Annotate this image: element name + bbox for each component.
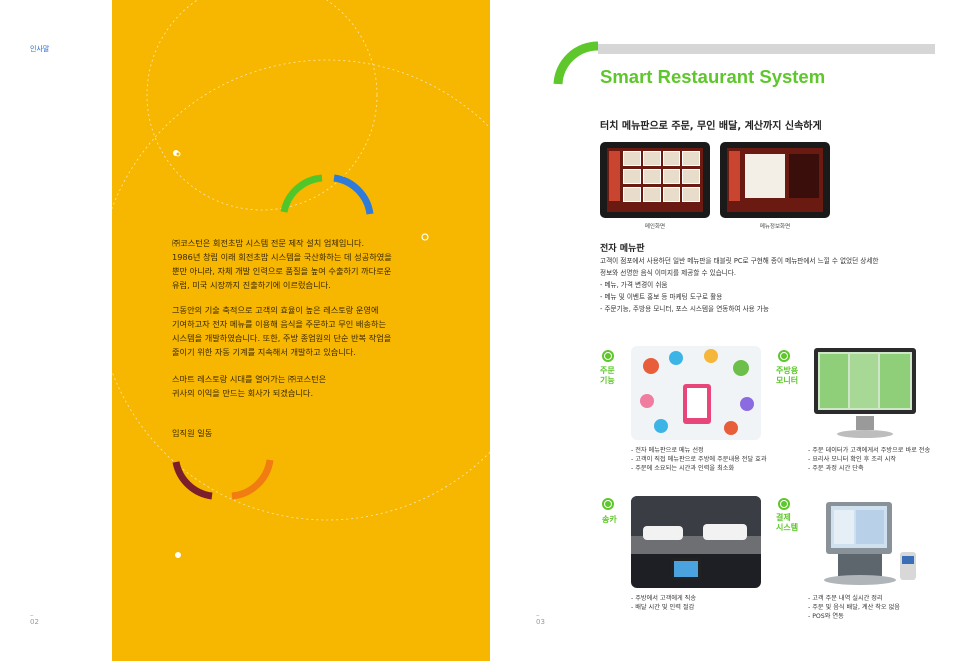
kitchen-monitor-illustration xyxy=(810,346,920,440)
pos-terminal-illustration xyxy=(808,496,924,588)
feature-bullets-delivery: - 주방에서 고객에게 직송 - 배달 시간 및 인력 절감 xyxy=(631,595,697,611)
tablet-main-screen xyxy=(600,142,710,218)
intro-paragraph-2: 그동안의 기술 축적으로 고객의 효율이 높은 레스토랑 운영에 기여하고자 전… xyxy=(172,305,392,357)
feature-label-delivery: 송카 xyxy=(602,515,617,524)
signature: 임직원 일동 xyxy=(172,428,213,438)
feature-label-order: 주문 기능 xyxy=(600,366,615,385)
feature-label-kitchen-monitor: 주방용 모니터 xyxy=(776,366,799,385)
feature-bullets-kitchen-monitor: - 주문 데이터가 고객에게서 주방으로 바로 전송 - 요리사 모니터 확인 … xyxy=(808,447,931,472)
page-number-left: –02 xyxy=(30,611,39,627)
target-icon xyxy=(778,498,790,510)
intro-paragraph-1: ㈜코스턴은 회전초밥 시스템 전문 제작 설치 업체입니다. 1986년 창립 … xyxy=(172,238,392,290)
tablet-caption-main: 메인화면 xyxy=(644,224,666,230)
title-bar xyxy=(598,44,935,54)
page-title: Smart Restaurant System xyxy=(600,66,826,87)
left-page: 인사말 –02 ㈜코스턴은 회전초밥 시스템 전문 제작 설치 업체입니다. 1… xyxy=(30,0,490,661)
feature-bullets-order: - 전자 메뉴판으로 메뉴 선정 - 고객이 직접 메뉴판으로 주방에 주문내용… xyxy=(631,447,767,472)
order-illustration xyxy=(631,346,761,440)
feature-bullets-payment: - 고객 주문 내역 실시간 정리 - 주문 및 음식 배달, 계산 착오 없음… xyxy=(808,595,900,620)
target-icon xyxy=(778,350,790,362)
section-description: 고객이 점포에서 사용하던 일반 메뉴판을 태블릿 PC로 구현해 종이 메뉴판… xyxy=(600,257,879,313)
target-icon xyxy=(602,498,614,510)
delivery-photo xyxy=(631,496,761,588)
intro-paragraph-3: 스마트 레스토랑 시대를 열어가는 ㈜코스턴은 귀사의 이익을 만드는 회사가 … xyxy=(172,374,327,398)
orange-panel: ㈜코스턴은 회전초밥 시스템 전문 제작 설치 업체입니다. 1986년 창립 … xyxy=(112,0,490,661)
tablet-caption-menu-info: 메뉴정보화면 xyxy=(759,224,791,230)
right-page: Smart Restaurant System 터치 메뉴판으로 주문, 무인 … xyxy=(490,0,980,661)
feature-label-payment: 결제 시스템 xyxy=(776,513,799,532)
target-icon xyxy=(602,350,614,362)
decorative-circles xyxy=(112,0,490,558)
section-label: 인사말 xyxy=(30,45,50,53)
title-arc xyxy=(553,41,599,85)
section-title: 전자 메뉴판 xyxy=(600,244,645,254)
page-subtitle: 터치 메뉴판으로 주문, 무인 배달, 계산까지 신속하게 xyxy=(600,121,822,132)
page-number-right: –03 xyxy=(536,611,545,627)
tablet-menu-info-screen xyxy=(720,142,830,218)
